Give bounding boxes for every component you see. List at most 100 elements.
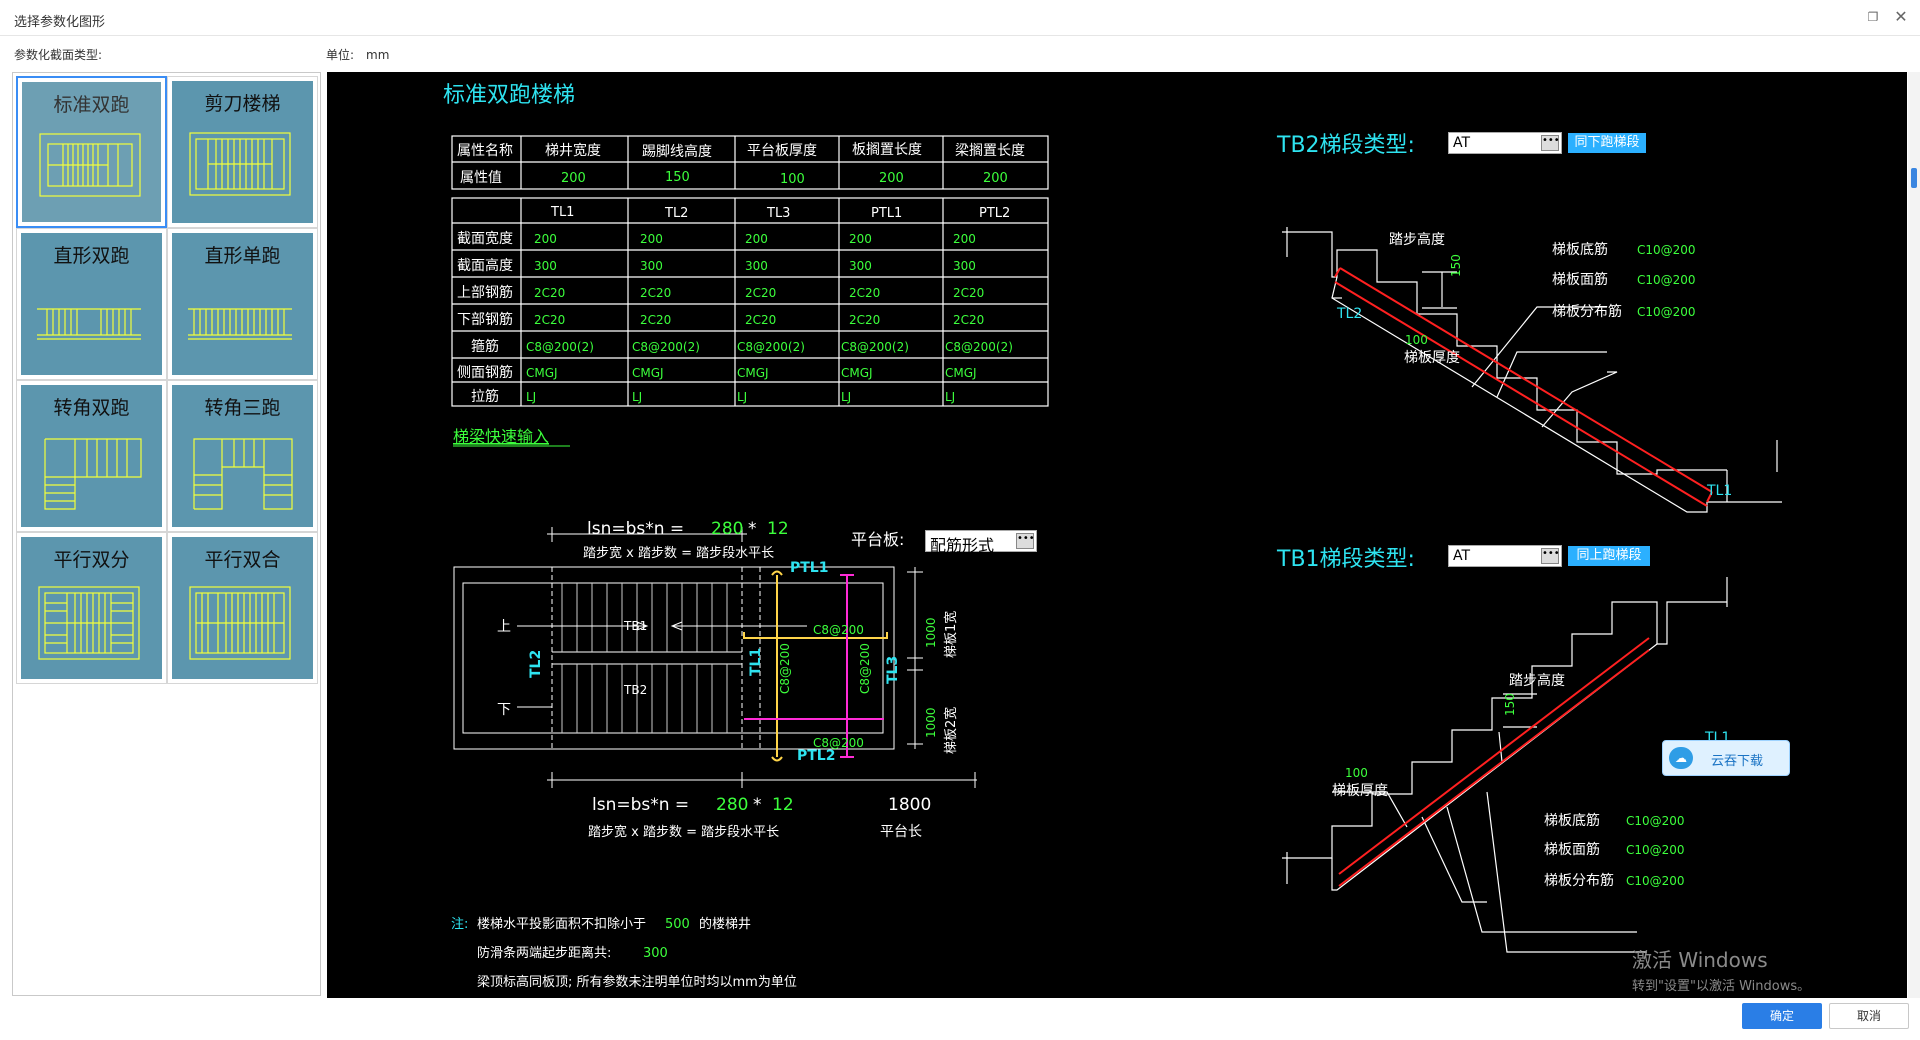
beam-cell[interactable]: LJ	[526, 390, 536, 404]
tile-parallel-split[interactable]: 平行双分	[16, 532, 167, 684]
width2-value[interactable]: 1000	[924, 707, 938, 738]
tile-corner-triple[interactable]: 转角三跑	[167, 380, 318, 532]
vertical-scrollbar[interactable]	[1908, 72, 1920, 998]
tb1-step-height-value[interactable]: 150	[1503, 693, 1517, 716]
tb2-thickness-value[interactable]: 100	[1405, 333, 1428, 347]
beam-cell[interactable]: 300	[953, 259, 976, 273]
ellipsis-icon[interactable]: •••	[1541, 135, 1560, 151]
tb1-type-select[interactable]: AT •••	[1448, 545, 1562, 567]
formula-top-a[interactable]: 280	[711, 519, 743, 539]
props-value-2[interactable]: 100	[780, 172, 805, 187]
props-value-1[interactable]: 150	[665, 170, 690, 185]
beam-col-0: TL1	[550, 205, 574, 220]
beam-cell[interactable]: 2C20	[953, 286, 984, 300]
props-header-3: 平台板厚度	[747, 143, 817, 159]
tile-scissor[interactable]: 剪刀楼梯	[167, 76, 318, 228]
width1-value[interactable]: 1000	[924, 617, 938, 648]
props-value-3[interactable]: 200	[879, 171, 904, 186]
beam-cell[interactable]: 2C20	[849, 286, 880, 300]
rebar-c[interactable]: C8@200	[858, 643, 872, 694]
beam-cell[interactable]: 2C20	[534, 313, 565, 327]
tile-label: 平行双合	[204, 549, 281, 571]
tb2-type-label: TB2梯段类型:	[1276, 133, 1415, 158]
beam-cell[interactable]: 2C20	[640, 286, 671, 300]
beam-cell[interactable]: 200	[849, 232, 872, 246]
beam-cell[interactable]: 2C20	[534, 286, 565, 300]
beam-cell[interactable]: 200	[745, 232, 768, 246]
ellipsis-icon[interactable]: •••	[1541, 548, 1560, 564]
beam-cell[interactable]: 200	[534, 232, 557, 246]
cloud-download-badge[interactable]: ☁ 云吞下载	[1662, 740, 1790, 776]
ok-button[interactable]: 确定	[1742, 1003, 1822, 1029]
beam-cell[interactable]: C8@200(2)	[737, 340, 805, 354]
beam-cell[interactable]: 2C20	[849, 313, 880, 327]
beam-cell[interactable]: 300	[640, 259, 663, 273]
beam-cell[interactable]: LJ	[632, 390, 642, 404]
tile-label: 直形双跑	[53, 245, 130, 267]
tb2-label: TB2	[623, 683, 647, 697]
beam-cell[interactable]: CMGJ	[526, 366, 558, 380]
restore-icon[interactable]: ❐	[1867, 10, 1879, 24]
rebar-d[interactable]: C8@200	[813, 736, 864, 750]
down-label: 下	[497, 702, 511, 718]
beam-cell[interactable]: 2C20	[745, 313, 776, 327]
beam-cell[interactable]: LJ	[945, 390, 955, 404]
tb2-rebar-label: 梯板底筋	[1552, 241, 1608, 258]
tile-parallel-merge[interactable]: 平行双合	[167, 532, 318, 684]
beam-cell[interactable]: 2C20	[745, 286, 776, 300]
same-as-upper-button[interactable]: 同上跑梯段	[1568, 546, 1650, 566]
tb1-rebar-value[interactable]: C10@200	[1626, 814, 1685, 828]
formula-bottom-a[interactable]: 280	[716, 795, 748, 815]
beam-cell[interactable]: 300	[534, 259, 557, 273]
tb1-rebar-value[interactable]: C10@200	[1626, 874, 1685, 888]
formula-top-op: *	[748, 519, 757, 539]
tb2-section	[1282, 227, 1782, 513]
beam-cell[interactable]: 200	[640, 232, 663, 246]
beam-cell[interactable]: CMGJ	[945, 366, 977, 380]
tile-corner-double[interactable]: 转角双跑	[16, 380, 167, 532]
tile-standard-double[interactable]: 标准双跑	[16, 76, 167, 228]
rebar-a[interactable]: C8@200	[813, 623, 864, 637]
close-icon[interactable]: ✕	[1894, 7, 1908, 26]
tb2-rebar-value[interactable]: C10@200	[1637, 305, 1696, 319]
beam-values: 200 200 200 200 200 300 300 300 300 300 …	[526, 232, 1013, 404]
props-value-4[interactable]: 200	[983, 171, 1008, 186]
tb2-rebar-value[interactable]: C10@200	[1637, 243, 1696, 257]
cancel-button[interactable]: 取消	[1829, 1003, 1909, 1029]
platform-rebar-select[interactable]: 配筋形式 •••	[925, 530, 1037, 555]
tb1-rebar-value[interactable]: C10@200	[1626, 843, 1685, 857]
tile-straight-double[interactable]: 直形双跑	[16, 228, 167, 380]
beam-col-2: TL3	[766, 206, 790, 221]
tb1-thickness-value[interactable]: 100	[1345, 766, 1368, 780]
beam-cell[interactable]: C8@200(2)	[632, 340, 700, 354]
tb2-step-height-value[interactable]: 150	[1449, 254, 1463, 277]
beam-cell[interactable]: C8@200(2)	[945, 340, 1013, 354]
beam-cell[interactable]: 200	[953, 232, 976, 246]
tb2-type-select[interactable]: AT •••	[1448, 132, 1562, 154]
beam-cell[interactable]: 2C20	[640, 313, 671, 327]
beam-cell[interactable]: C8@200(2)	[526, 340, 594, 354]
quick-input-link[interactable]: 梯梁快速输入	[453, 427, 549, 446]
formula-top-b[interactable]: 12	[767, 519, 789, 539]
beam-cell[interactable]: LJ	[737, 390, 747, 404]
same-as-lower-button[interactable]: 同下跑梯段	[1568, 133, 1646, 153]
tb2-rebar-value[interactable]: C10@200	[1637, 273, 1696, 287]
ellipsis-icon[interactable]: •••	[1016, 533, 1035, 549]
formula-bottom-b[interactable]: 12	[772, 795, 794, 815]
props-value-0[interactable]: 200	[561, 171, 586, 186]
beam-cell[interactable]: LJ	[841, 390, 851, 404]
beam-cell[interactable]: 300	[849, 259, 872, 273]
beam-cell[interactable]: CMGJ	[737, 366, 769, 380]
beam-cell[interactable]: 2C20	[953, 313, 984, 327]
beam-cell[interactable]: C8@200(2)	[841, 340, 909, 354]
tile-straight-single[interactable]: 直形单跑	[167, 228, 318, 380]
rebar-b[interactable]: C8@200	[778, 643, 792, 694]
beam-cell[interactable]: 300	[745, 259, 768, 273]
stair-drawing: 标准双跑楼梯 属性名称 梯井宽度 踢脚线高度 平台板厚度 板搁置长度 梁搁置长度…	[443, 83, 1782, 990]
notes-line1-value[interactable]: 500	[665, 917, 690, 932]
platform-length[interactable]: 1800	[888, 795, 931, 815]
notes-line2-value[interactable]: 300	[643, 946, 668, 961]
beam-cell[interactable]: CMGJ	[841, 366, 873, 380]
beam-cell[interactable]: CMGJ	[632, 366, 664, 380]
scroll-thumb[interactable]	[1911, 168, 1917, 188]
